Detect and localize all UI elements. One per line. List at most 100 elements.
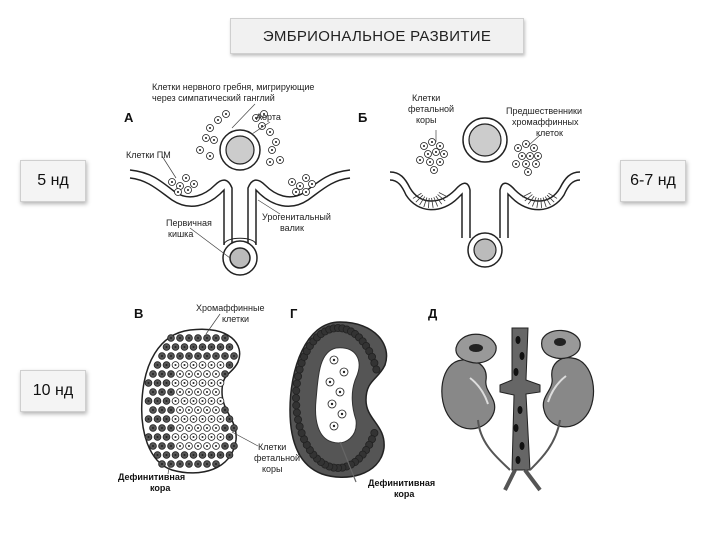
fetal-cortex-cell-nucleus <box>183 453 186 457</box>
label-aorta: Аорта <box>256 112 281 122</box>
chromaffin-cell-nucleus <box>183 381 186 385</box>
label-fetal-cells-line1: Клетки <box>258 442 286 452</box>
vessel-cell <box>519 442 525 450</box>
chromaffin-cell-nucleus <box>210 417 213 421</box>
chromaffin-cell-nucleus <box>174 435 177 439</box>
vessel-cell <box>517 406 523 414</box>
chromaffin-precursor-cell-nucleus <box>532 146 536 150</box>
fetal-cortex-cell-nucleus <box>214 462 218 466</box>
fetal-cortex-cell-nucleus <box>169 336 173 340</box>
neural-crest-cell-nucleus <box>310 182 314 186</box>
stage-label-6-7-weeks: 6-7 нд <box>620 160 686 202</box>
chromaffin-cell-nucleus <box>219 399 222 403</box>
stage-label-5-weeks: 5 нд <box>20 160 86 202</box>
chromaffin-cell-nucleus <box>183 435 186 439</box>
fetal-cortex-cell-nucleus <box>228 345 231 349</box>
chromaffin-cell-nucleus <box>214 390 218 394</box>
definitive-cortex-cell <box>372 365 381 374</box>
chromaffin-cell-nucleus <box>214 408 218 412</box>
fetal-cortex-cell-nucleus <box>432 168 436 172</box>
chromaffin-cell-nucleus <box>210 399 213 403</box>
fetal-cortex-cell-nucleus <box>160 408 164 412</box>
neural-crest-cell-nucleus <box>192 182 196 186</box>
fetal-cortex-cell-nucleus <box>169 426 173 430</box>
fetal-cortex-cell-nucleus <box>147 399 150 403</box>
neural-crest-cell-nucleus <box>304 190 308 194</box>
chromaffin-precursor-cell-nucleus <box>536 154 540 158</box>
chromaffin-cell-nucleus <box>192 417 195 421</box>
neural-crest-cell-nucleus <box>254 116 258 120</box>
definitive-cortex-cell <box>292 379 301 388</box>
chromaffin-cell-nucleus <box>332 358 336 362</box>
label-pm-cells: Клетки ПМ <box>126 150 171 160</box>
fetal-cortex-cell-nucleus <box>219 345 222 349</box>
neural-crest-cell-nucleus <box>184 176 188 180</box>
chromaffin-cell-nucleus <box>201 381 204 385</box>
fetal-cortex-cell-nucleus <box>151 408 155 412</box>
panel-letter-d: Д <box>428 306 438 321</box>
chromaffin-cell-nucleus <box>219 435 222 439</box>
neural-crest-cell-nucleus <box>208 126 212 130</box>
cortex-hatch-line <box>431 197 434 208</box>
chromaffin-cell-nucleus <box>196 390 200 394</box>
label-fetal-cortex-b-line3: коры <box>416 115 437 125</box>
fetal-cortex-cell-nucleus <box>187 354 191 358</box>
fetal-cortex-cell-nucleus <box>223 372 227 376</box>
vessel-cell <box>515 456 521 464</box>
neural-crest-cell-nucleus <box>216 118 220 122</box>
neural-crest-cell-nucleus <box>260 124 264 128</box>
chromaffin-cell-nucleus <box>183 363 186 367</box>
definitive-cortex-cell <box>295 422 304 431</box>
cortex-hatch-line <box>548 192 558 199</box>
vessel-cell <box>513 368 519 376</box>
chromaffin-cell-nucleus <box>196 444 200 448</box>
neural-crest-cell-nucleus <box>212 138 216 142</box>
neural-crest-cell-nucleus <box>298 184 302 188</box>
chromaffin-cell-nucleus <box>174 417 177 421</box>
fetal-cortex-cell-nucleus <box>205 336 209 340</box>
neural-crest-cell-nucleus <box>278 158 282 162</box>
chromaffin-cell-nucleus <box>340 412 344 416</box>
fetal-cortex-cell-nucleus <box>426 152 430 156</box>
chromaffin-cell-nucleus <box>205 408 209 412</box>
panel-v-drawing <box>140 313 259 475</box>
fetal-cortex-cell-nucleus <box>210 345 213 349</box>
chromaffin-precursor-cell-nucleus <box>514 162 518 166</box>
chromaffin-cell-nucleus <box>187 426 191 430</box>
chromaffin-cell-nucleus <box>187 444 191 448</box>
chromaffin-cell-nucleus <box>219 363 222 367</box>
label-neural-crest-line1: Клетки нервного гребня, мигрирующие <box>152 82 314 92</box>
panel-b-drawing <box>389 117 581 268</box>
definitive-cortex-cell <box>292 401 301 410</box>
cortex-hatch-line <box>540 197 542 208</box>
fetal-cortex-cell-nucleus <box>228 435 231 439</box>
fetal-cortex-cell-nucleus <box>196 462 200 466</box>
fetal-cortex-cell-nucleus <box>169 354 173 358</box>
fetal-cortex-cell-nucleus <box>228 363 231 367</box>
chromaffin-cell-nucleus <box>178 390 182 394</box>
label-fetal-cortex-b-line2: фетальной <box>408 104 454 114</box>
fetal-cortex-cell-nucleus <box>442 152 446 156</box>
fetal-cortex-cell-nucleus <box>156 417 159 421</box>
vessel-cell <box>513 424 519 432</box>
cortex-hatch-line <box>438 192 449 198</box>
label-neural-crest-line2: через симпатический ганглий <box>152 93 275 103</box>
chromaffin-cell-nucleus <box>205 426 209 430</box>
cortex-hatch-line <box>524 194 533 202</box>
chromaffin-cell-nucleus <box>196 372 200 376</box>
label-primary-gut-line2: кишка <box>168 229 193 239</box>
cortex-hatch-line <box>433 197 439 207</box>
chromaffin-cell-nucleus <box>192 363 195 367</box>
chromaffin-cell-nucleus <box>174 399 177 403</box>
label-definitive-cortex-v-line2: кора <box>150 483 171 493</box>
fetal-cortex-cell-nucleus <box>156 363 159 367</box>
cortex-hatch-line <box>419 196 426 206</box>
chromaffin-cell-nucleus <box>192 435 195 439</box>
fetal-cortex-cell-nucleus <box>418 158 422 162</box>
neural-crest-cell-nucleus <box>198 148 202 152</box>
definitive-cortex-cell <box>294 415 303 424</box>
fetal-cortex-cell-nucleus <box>156 453 159 457</box>
fetal-cortex-cell-nucleus <box>174 345 177 349</box>
chromaffin-cell-nucleus <box>214 372 218 376</box>
